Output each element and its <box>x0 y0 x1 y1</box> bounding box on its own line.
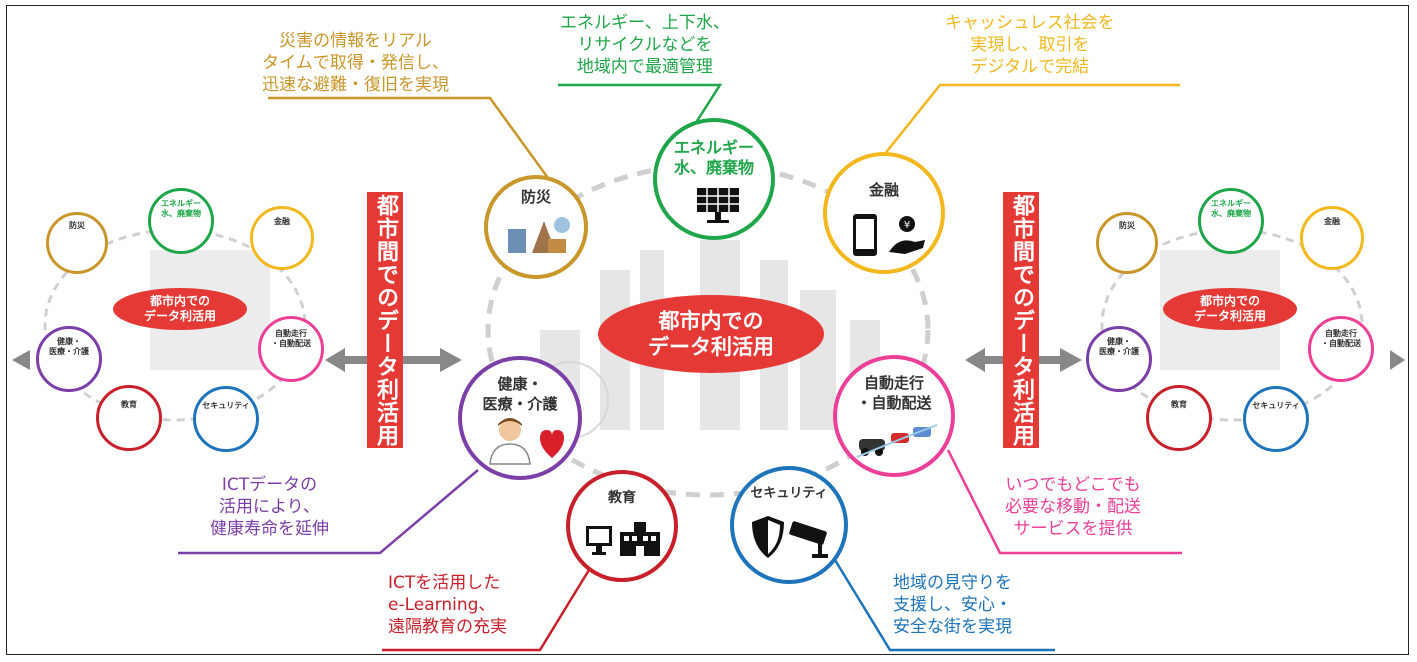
annotation-disaster: 災害の情報をリアル タイムで取得・発信し、 迅速な避難・復旧を実現 <box>262 31 449 95</box>
left-mini-energy-label: エネルギー 水、廃棄物 <box>161 199 201 218</box>
left-mini-disaster: 防災 <box>46 212 108 274</box>
left-mini-education: 教育 <box>96 385 162 451</box>
annotation-education: ICTを活用した e-Learning、 遠隔教育の充実 <box>388 573 507 637</box>
leader-line-health <box>178 469 479 555</box>
circle-security-label: セキュリティ <box>750 486 828 501</box>
right-mini-health: 健康・ 医療・介護 <box>1086 326 1152 392</box>
leader-line-autodrive <box>946 449 1182 555</box>
left-mini-health: 健康・ 医療・介護 <box>36 326 102 392</box>
annotation-security: 地域の見守りを 支援し、安心・ 安全な街を実現 <box>893 573 1012 637</box>
left-mini-energy: エネルギー 水、廃棄物 <box>148 188 214 254</box>
annotation-autodrive: いつでもどこでも 必要な移動・配送 サービスを提供 <box>1005 475 1141 539</box>
right-mini-education-label: 教育 <box>1171 400 1187 409</box>
inter-city-band-right: 都市間でのデータ利活用 <box>1003 192 1039 448</box>
right-mini-security-label: セキュリティ <box>1252 401 1300 410</box>
leader-line-education <box>382 564 594 652</box>
leader-line-finance <box>879 83 1180 161</box>
leader-line-security <box>833 559 1055 652</box>
annotation-energy: エネルギー、上下水、 リサイクルなどを 地域内で最適管理 <box>560 13 730 77</box>
monitor-icon <box>586 522 660 556</box>
right-mini-energy-label: エネルギー 水、廃棄物 <box>1211 199 1251 218</box>
right-mini-disaster-label: 防災 <box>1119 221 1135 230</box>
circle-education: 教育 <box>566 470 678 582</box>
left-mini-disaster-label: 防災 <box>69 221 85 230</box>
left-mini-security: セキュリティ <box>193 386 259 452</box>
annotation-health: ICTデータの 活用により、 健康寿命を延伸 <box>210 475 329 539</box>
center-data-utilization: 都市内での データ利活用 <box>598 295 824 373</box>
doctor-heart-icon <box>489 418 564 465</box>
city-ring <box>485 162 931 498</box>
inter-city-band-left: 都市間でのデータ利活用 <box>367 192 403 448</box>
leader-line-energy <box>558 83 723 133</box>
svg-text:¥: ¥ <box>904 220 910 231</box>
circle-education-label: 教育 <box>608 490 636 506</box>
annotation-finance: キャッシュレス社会を 実現し、取引を デジタルで完結 <box>945 13 1115 77</box>
right-mini-education: 教育 <box>1146 385 1212 451</box>
left-mini-security-label: セキュリティ <box>202 401 250 410</box>
circle-health: 健康・ 医療・介護 <box>458 356 582 480</box>
figure-frame <box>6 5 1409 655</box>
solar-panel-icon <box>697 188 739 223</box>
circle-health-label: 健康・ 医療・介護 <box>482 375 558 413</box>
right-mini-energy: エネルギー 水、廃棄物 <box>1198 188 1264 254</box>
left-mini-autodrive-label: 自動走行 ・自動配送 <box>271 329 311 348</box>
security-camera-icon <box>789 521 828 558</box>
right-mini-security: セキュリティ <box>1243 386 1309 452</box>
left-mini-autodrive: 自動走行 ・自動配送 <box>258 316 324 382</box>
disaster-scene-icon <box>508 217 570 253</box>
shield-icon <box>752 516 828 558</box>
school-building-icon <box>620 522 660 556</box>
leader-line-disaster <box>268 96 550 179</box>
circle-energy: エネルギー 水、廃棄物 <box>653 118 775 240</box>
right-mini-finance: 金融 <box>1300 206 1364 270</box>
circle-autodrive-label: 自動走行 ・自動配送 <box>856 374 932 412</box>
smartphone-icon: ¥ <box>853 214 925 256</box>
circle-disaster-label: 防災 <box>520 188 551 206</box>
right-mini-disaster: 防災 <box>1096 212 1158 274</box>
left-mini-education-label: 教育 <box>121 400 137 409</box>
right-mini-finance-label: 金融 <box>1324 217 1340 226</box>
left-mini-finance-label: 金融 <box>274 217 290 226</box>
right-mini-center-pill: 都市内での データ利活用 <box>1163 288 1297 330</box>
circle-finance-label: 金融 <box>868 181 899 199</box>
circle-finance: 金融 ¥ <box>823 152 945 274</box>
right-mini-autodrive-label: 自動走行 ・自動配送 <box>1321 329 1361 348</box>
right-mini-autodrive: 自動走行 ・自動配送 <box>1308 316 1374 382</box>
circle-security: セキュリティ <box>730 466 848 584</box>
left-mini-finance: 金融 <box>250 206 314 270</box>
right-mini-health-label: 健康・ 医療・介護 <box>1099 337 1139 356</box>
circle-energy-label: エネルギー 水、廃棄物 <box>673 138 754 177</box>
left-mini-center-pill: 都市内での データ利活用 <box>113 288 247 330</box>
cars-icon <box>856 424 938 458</box>
hand-coin-icon <box>889 240 925 254</box>
circle-disaster: 防災 <box>484 175 588 279</box>
left-mini-health-label: 健康・ 医療・介護 <box>49 337 89 356</box>
circle-autodrive: 自動走行 ・自動配送 <box>833 355 955 477</box>
